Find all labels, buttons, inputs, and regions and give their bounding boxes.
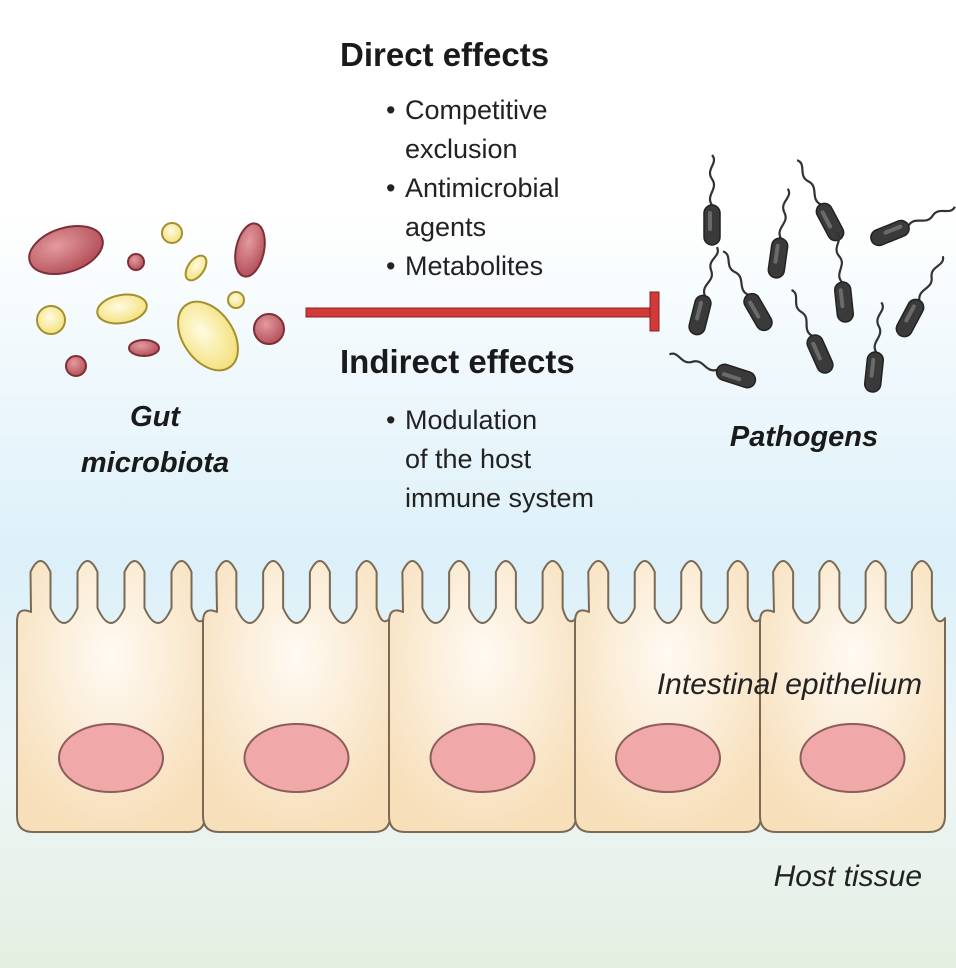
pathogens-label: Pathogens	[730, 421, 878, 453]
microbe-yellow	[184, 254, 208, 282]
microbe-red	[28, 225, 104, 275]
microbe-red	[234, 222, 266, 278]
cell-nucleus	[429, 723, 536, 793]
host-tissue-label: Host tissue	[774, 860, 922, 893]
cell-nucleus	[58, 723, 164, 793]
indirect-item-modulation: Modulation	[405, 405, 537, 435]
indirect-item-immune: immune system	[405, 483, 594, 513]
bullet-mark: •	[386, 95, 395, 125]
microbe-yellow	[177, 300, 239, 372]
microbe-red	[127, 253, 145, 271]
cell-nucleus	[615, 723, 721, 793]
bullet-mark: •	[386, 173, 395, 203]
direct-item-competitive: Competitive	[405, 95, 548, 125]
direct-item-agents: agents	[405, 212, 486, 242]
gut-microbiota-label: Gut	[130, 401, 181, 433]
microbe-red	[253, 313, 285, 345]
gut-microbiota-cluster	[28, 222, 285, 377]
microbe-yellow	[36, 305, 66, 335]
microbe-yellow	[96, 293, 148, 325]
direct-item-antimicrobial: Antimicrobial	[405, 173, 560, 203]
inhibition-arrow	[305, 291, 660, 332]
cell-nucleus	[799, 723, 906, 793]
indirect-effects-heading: Indirect effects	[340, 343, 575, 380]
direct-item-exclusion: exclusion	[405, 134, 518, 164]
microbe-red	[65, 355, 87, 377]
gut-microbiota-label: microbiota	[81, 447, 229, 479]
microbe-yellow	[161, 222, 183, 244]
microbe-red	[128, 339, 160, 357]
direct-item-metabolites: Metabolites	[405, 251, 543, 281]
cell-nucleus	[243, 723, 350, 793]
intestinal-epithelium-label: Intestinal epithelium	[657, 668, 922, 701]
microbe-yellow	[227, 291, 245, 309]
direct-effects-heading: Direct effects	[340, 36, 549, 73]
bullet-mark: •	[386, 405, 395, 435]
indirect-item-host: of the host	[405, 444, 532, 474]
intestinal-epithelium	[16, 560, 946, 833]
bullet-mark: •	[386, 251, 395, 281]
